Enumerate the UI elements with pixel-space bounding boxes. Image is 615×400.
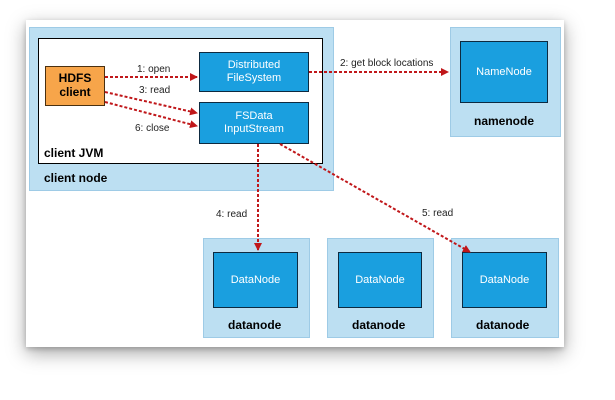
edge-get-block: 2: get block locations [340,58,434,69]
datanode-box-2: DataNode [338,252,422,308]
namenode-box: NameNode [460,41,548,103]
datanode-label-1: datanode [228,318,282,332]
edge-read-4: 4: read [216,209,248,220]
distributed-filesystem: Distributed FileSystem [199,52,309,92]
edge-open: 1: open [137,64,171,75]
client-jvm-label: client JVM [44,146,104,160]
client-node-label: client node [44,171,108,185]
datanode-box-3: DataNode [462,252,547,308]
edge-close: 6: close [135,123,170,134]
fsdata-inputstream: FSData InputStream [199,102,309,144]
edge-read-5: 5: read [422,208,454,219]
namenode-label: namenode [474,114,535,128]
datanode-box-1: DataNode [213,252,298,308]
datanode-label-3: datanode [476,318,530,332]
datanode-label-2: datanode [352,318,406,332]
edge-read-3: 3: read [139,85,171,96]
hdfs-client: HDFS client [45,66,105,106]
